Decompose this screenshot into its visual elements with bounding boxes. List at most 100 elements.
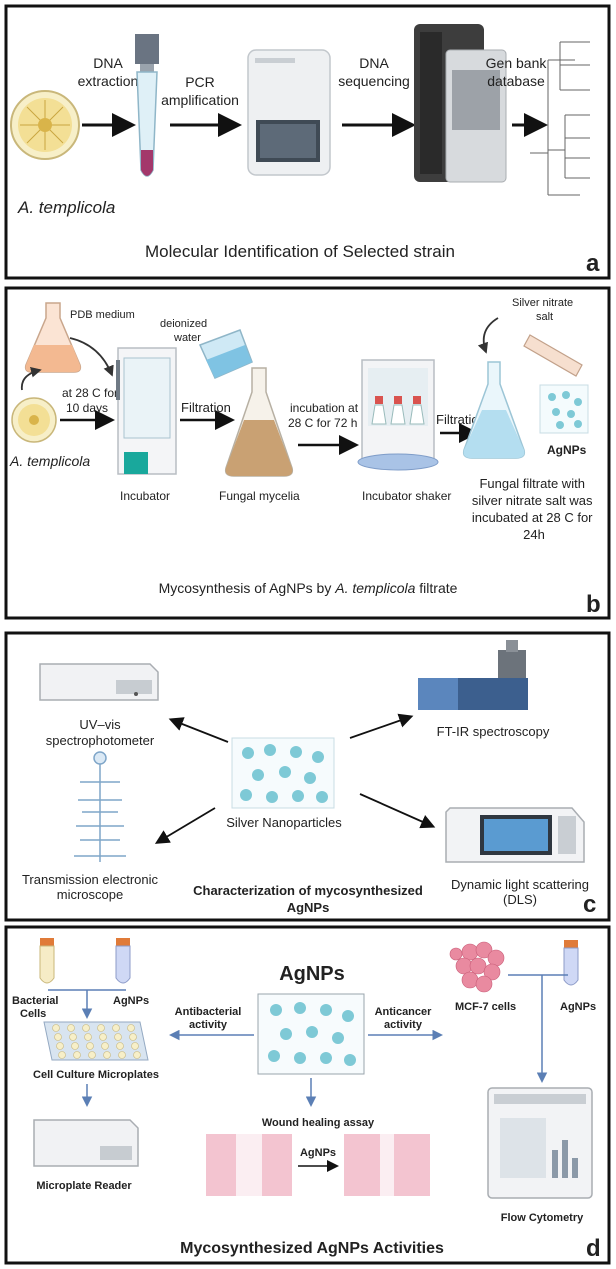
panel-c-border bbox=[4, 631, 611, 922]
mcf7-label: MCF-7 cells bbox=[455, 1001, 516, 1013]
microplate-well bbox=[84, 1033, 92, 1041]
microplate-well bbox=[133, 1051, 141, 1059]
agnps-right-label: AgNPs bbox=[560, 1001, 596, 1013]
flow-cytometry-label: Flow Cytometry bbox=[501, 1212, 584, 1224]
wound-healing-label: Wound healing assay bbox=[262, 1117, 375, 1129]
agnps-tube-icon bbox=[115, 938, 131, 984]
sequencer-icon bbox=[414, 24, 507, 183]
arrow-petri-to-flask bbox=[20, 366, 42, 391]
pdb-medium-label: PDB medium bbox=[70, 309, 135, 321]
panel-d-letter: d bbox=[586, 1235, 601, 1262]
filtrate-note: Fungal filtrate with silver nitrate salt… bbox=[472, 476, 596, 542]
panel-a-border bbox=[4, 4, 611, 280]
microplate-well bbox=[112, 1024, 120, 1032]
microplate-icon bbox=[43, 1021, 149, 1061]
wound-assay-before-icon bbox=[206, 1134, 292, 1196]
microplate-well bbox=[86, 1042, 94, 1050]
dls-label: Dynamic light scattering(DLS) bbox=[451, 877, 589, 907]
agnps-wound-label: AgNPs bbox=[300, 1147, 336, 1159]
panel-d-caption: Mycosynthesized AgNPs Activities bbox=[180, 1240, 444, 1257]
microplate-reader-icon bbox=[33, 1119, 139, 1167]
tube-icon bbox=[135, 34, 159, 177]
pdb-flask-icon bbox=[24, 302, 82, 373]
microplate-well bbox=[97, 1024, 105, 1032]
silver-nanoparticles-label: Silver Nanoparticles bbox=[226, 815, 342, 830]
microplate-well bbox=[103, 1051, 111, 1059]
microplate-reader-label: Microplate Reader bbox=[36, 1180, 132, 1192]
ftir-icon bbox=[418, 640, 528, 710]
microplates-label: Cell Culture Microplates bbox=[33, 1069, 159, 1081]
microplate-well bbox=[118, 1051, 126, 1059]
microplate-well bbox=[71, 1042, 79, 1050]
arrow-to-ftir bbox=[349, 713, 414, 739]
filtration-1-label: Filtration bbox=[181, 400, 231, 415]
mycelia-flask-icon bbox=[224, 367, 294, 477]
nanoparticles-icon bbox=[539, 384, 589, 434]
microplate-well bbox=[58, 1051, 66, 1059]
mcf7-cells-icon bbox=[449, 941, 505, 993]
microplate-well bbox=[127, 1024, 135, 1032]
microplate-well bbox=[131, 1042, 139, 1050]
petri-dish-icon bbox=[10, 90, 80, 160]
flow-cytometer-icon bbox=[487, 1087, 593, 1199]
panel-c-letter: c bbox=[583, 891, 596, 918]
panel-b-border bbox=[4, 286, 611, 620]
microplate-well bbox=[82, 1024, 90, 1032]
incubator-label: Incubator bbox=[120, 489, 170, 503]
petri-dish-icon bbox=[11, 397, 57, 443]
ftir-label: FT-IR spectroscopy bbox=[437, 724, 550, 739]
panel-b-caption: Mycosynthesis of AgNPs by A. templicola … bbox=[159, 580, 458, 596]
agnps-left-label: AgNPs bbox=[113, 995, 149, 1007]
arrow-to-tem bbox=[154, 807, 216, 844]
microplate-well bbox=[73, 1051, 81, 1059]
panel-b-organism: A. templicola bbox=[9, 453, 90, 469]
uv-vis-icon bbox=[39, 663, 159, 701]
panel-b-letter: b bbox=[586, 591, 601, 618]
microplate-well bbox=[88, 1051, 96, 1059]
arrow-silver-nitrate bbox=[477, 317, 499, 354]
beaker-icon bbox=[198, 329, 253, 379]
panel-a-caption: Molecular Identification of Selected str… bbox=[145, 242, 455, 261]
microplate-well bbox=[54, 1033, 62, 1041]
panel-d-border bbox=[4, 925, 611, 1265]
microplate-well bbox=[56, 1042, 64, 1050]
arrow-to-uv bbox=[168, 717, 229, 743]
bacterial-tube-icon bbox=[39, 938, 55, 984]
agnps-label: AgNPs bbox=[547, 443, 587, 457]
silver-nanoparticles-icon bbox=[231, 737, 335, 809]
incubator-shaker-icon bbox=[357, 359, 439, 471]
arrow-to-dls bbox=[359, 793, 436, 829]
microplate-well bbox=[114, 1033, 122, 1041]
agnps-box-icon bbox=[257, 993, 365, 1075]
phylogenetic-tree-icon bbox=[530, 41, 590, 196]
tem-icon bbox=[74, 751, 126, 862]
fungal-mycelia-label: Fungal mycelia bbox=[219, 489, 300, 503]
microplate-well bbox=[67, 1024, 75, 1032]
microplate-well bbox=[129, 1033, 137, 1041]
agnps-tube-right-icon bbox=[563, 940, 579, 986]
incubator-shaker-label: Incubator shaker bbox=[362, 489, 451, 503]
arrow-pdb-to-incubator bbox=[69, 337, 114, 377]
incubator-icon bbox=[116, 347, 177, 475]
microplate-well bbox=[99, 1033, 107, 1041]
test-tube-icon bbox=[523, 334, 583, 377]
wound-assay-after-icon bbox=[344, 1134, 430, 1196]
microplate-well bbox=[69, 1033, 77, 1041]
microplate-well bbox=[101, 1042, 109, 1050]
